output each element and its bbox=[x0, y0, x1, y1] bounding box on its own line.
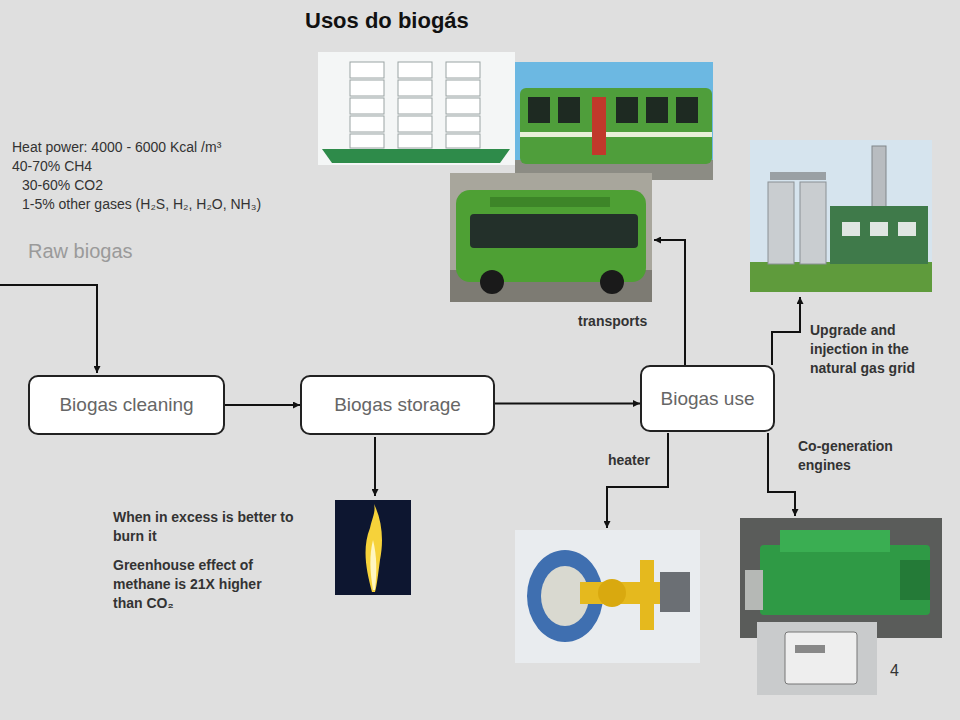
sail bbox=[350, 80, 384, 96]
flare-picture bbox=[335, 500, 411, 595]
engine-block bbox=[760, 545, 930, 615]
sail bbox=[398, 116, 432, 132]
ship-sails bbox=[350, 62, 480, 148]
cogeneration-arrow bbox=[768, 433, 795, 516]
flare-note: When in excess is better to burn it bbox=[113, 508, 298, 546]
silo bbox=[800, 182, 826, 264]
picture-ground bbox=[318, 52, 515, 165]
night-sky bbox=[335, 500, 411, 595]
gas-pipe bbox=[640, 560, 654, 630]
sail bbox=[398, 134, 432, 148]
wheel bbox=[600, 270, 624, 294]
window bbox=[616, 97, 638, 123]
silo bbox=[768, 182, 794, 264]
cogeneration-picture bbox=[740, 518, 942, 695]
duct bbox=[745, 570, 763, 610]
bus-picture bbox=[450, 173, 652, 302]
box-label: Biogas use bbox=[660, 388, 754, 410]
micro-chp-unit bbox=[785, 632, 857, 684]
input-label: Raw biogas bbox=[28, 238, 133, 265]
sky bbox=[750, 140, 932, 292]
train-stripe bbox=[520, 132, 712, 137]
bus-sign bbox=[490, 197, 610, 207]
building bbox=[830, 206, 928, 264]
sky bbox=[515, 62, 713, 180]
use-label: transports bbox=[578, 312, 647, 331]
sail bbox=[350, 134, 384, 148]
gas-property-note: Heat power: 4000 - 6000 Kcal /m³ bbox=[12, 138, 221, 157]
train-body bbox=[520, 88, 712, 164]
bus-body bbox=[456, 190, 646, 282]
sail bbox=[398, 98, 432, 114]
upgrade-plant-picture bbox=[750, 140, 932, 292]
picture-ground bbox=[515, 530, 700, 663]
box-label: Biogas storage bbox=[334, 394, 461, 416]
grid-arrow bbox=[772, 297, 800, 365]
sail bbox=[398, 62, 432, 78]
ship-hull bbox=[322, 149, 510, 163]
ship-picture bbox=[318, 52, 515, 165]
picture-ground bbox=[757, 622, 877, 695]
flare-note: Greenhouse effect of methane is 21X high… bbox=[113, 556, 293, 613]
sail bbox=[398, 80, 432, 96]
door bbox=[592, 97, 606, 155]
window bbox=[898, 222, 916, 236]
flow-arrow bbox=[495, 403, 640, 405]
sail bbox=[350, 98, 384, 114]
grass bbox=[750, 262, 932, 292]
sail bbox=[446, 98, 480, 114]
generator bbox=[900, 560, 930, 600]
use-label: heater bbox=[608, 451, 650, 470]
composition-note: 40-70% CH4 bbox=[12, 157, 92, 176]
heater-picture bbox=[515, 530, 700, 663]
flare-arrow bbox=[374, 437, 376, 496]
composition-note: 1-5% other gases (H₂S, H₂, H₂O, NH₃) bbox=[22, 195, 261, 214]
train-picture bbox=[515, 62, 713, 180]
engine-head bbox=[780, 530, 890, 552]
sail bbox=[446, 134, 480, 148]
window bbox=[842, 222, 860, 236]
slide-title: Usos do biogás bbox=[305, 8, 469, 34]
sail bbox=[446, 80, 480, 96]
window bbox=[558, 97, 580, 123]
use-label: Upgrade and injection in the natural gas… bbox=[810, 321, 920, 378]
window bbox=[528, 97, 550, 123]
platform bbox=[770, 172, 826, 180]
flow-arrow bbox=[225, 404, 300, 406]
sail bbox=[350, 62, 384, 78]
control-box bbox=[660, 572, 690, 612]
window bbox=[646, 97, 668, 123]
use-label: Co-generation engines bbox=[798, 437, 923, 475]
unit-panel bbox=[795, 645, 825, 653]
sail bbox=[350, 116, 384, 132]
train-windows bbox=[528, 97, 698, 155]
sail bbox=[446, 62, 480, 78]
raw-biogas-line bbox=[0, 285, 97, 373]
valve bbox=[598, 579, 626, 607]
picture-ground bbox=[450, 173, 652, 302]
window bbox=[870, 222, 888, 236]
bus-windows bbox=[470, 214, 638, 248]
sail bbox=[446, 116, 480, 132]
page-number: 4 bbox=[890, 660, 899, 682]
process-box: Biogas use bbox=[640, 365, 775, 432]
transports-arrow bbox=[654, 240, 685, 365]
flame-core bbox=[370, 540, 376, 590]
window bbox=[676, 97, 698, 123]
process-box: Biogas storage bbox=[300, 375, 495, 435]
leader-arrows bbox=[0, 240, 800, 528]
box-label: Biogas cleaning bbox=[59, 394, 193, 416]
composition-note: 30-60% CO2 bbox=[22, 176, 103, 195]
flame bbox=[366, 504, 382, 592]
process-box: Biogas cleaning bbox=[28, 375, 225, 435]
heater-arrow bbox=[607, 433, 668, 528]
wheel bbox=[480, 270, 504, 294]
picture-ground bbox=[740, 518, 942, 638]
stack bbox=[872, 146, 886, 216]
